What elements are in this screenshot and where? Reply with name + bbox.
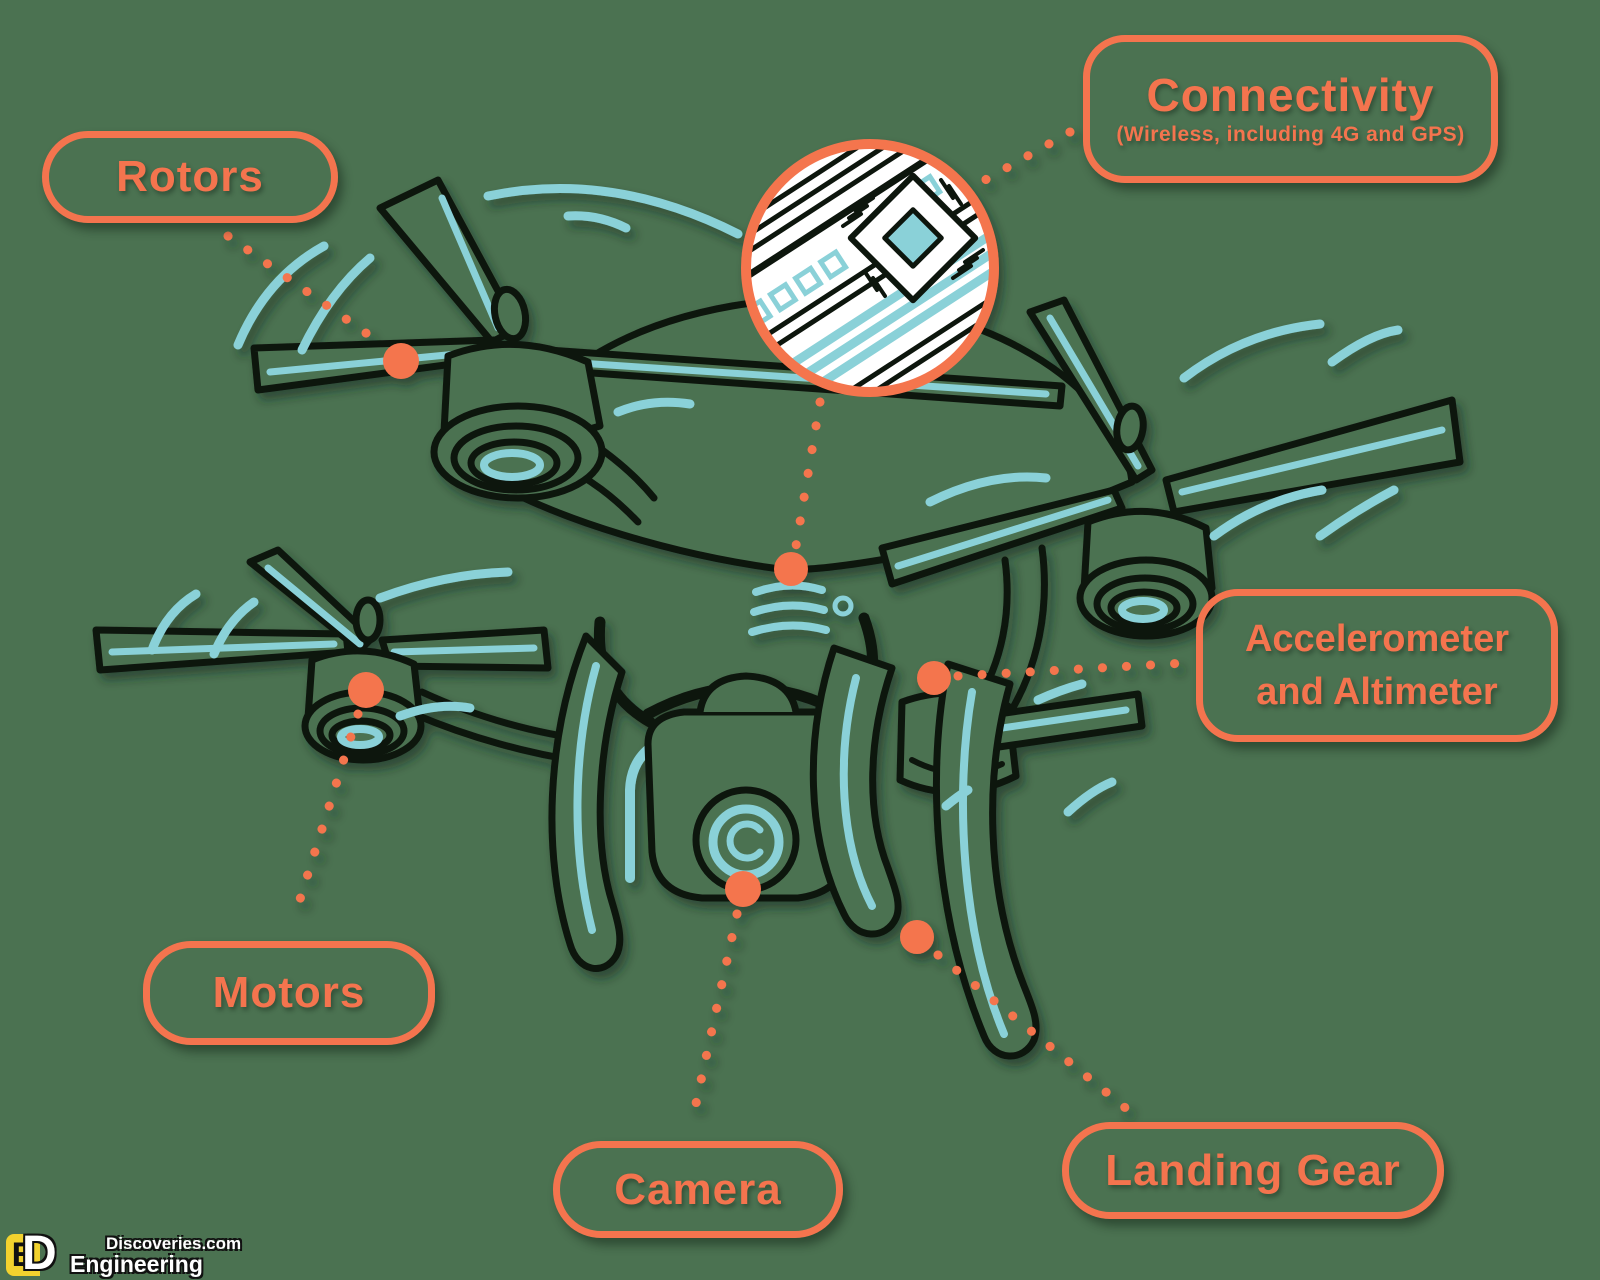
callout-dot-camera	[725, 871, 761, 907]
landing-gear-legs	[548, 632, 1040, 1060]
rotor-right	[878, 296, 1464, 640]
callout-line-rotors	[223, 231, 388, 350]
callout-line-connectivity	[973, 127, 1075, 189]
landing-gear-label-text: Landing Gear	[1105, 1145, 1401, 1195]
rotor-spinner	[490, 285, 530, 343]
rotors-label-text: Rotors	[116, 152, 264, 201]
accelerometer-line2: and Altimeter	[1256, 670, 1498, 713]
landing-gear-label: Landing Gear	[1062, 1122, 1444, 1219]
rotor-top-left	[250, 176, 1066, 502]
accelerometer-label: Accelerometer and Altimeter	[1196, 589, 1558, 742]
callout-dot-connectivity	[774, 552, 808, 586]
rotor-left	[92, 546, 552, 764]
engineering-discoveries-logo-icon: E D	[6, 1230, 68, 1278]
callout-line-camera	[687, 909, 742, 1127]
callout-dot-landing-gear	[900, 920, 934, 954]
watermark-brand-top: Discoveries.com	[106, 1234, 242, 1253]
callout-connectors	[223, 127, 1191, 1127]
motion-arcs	[147, 183, 1403, 817]
callout-line-landing-gear	[933, 950, 1133, 1115]
landing-leg	[809, 644, 902, 938]
watermark-brand-bottom: Engineering	[70, 1251, 203, 1277]
motors-label-text: Motors	[212, 968, 366, 1017]
rotor-spinner	[352, 596, 384, 644]
rotor-spinner	[1113, 402, 1147, 454]
landing-leg	[548, 632, 626, 972]
camera-label: Camera	[553, 1141, 843, 1238]
rotors-label: Rotors	[42, 131, 338, 223]
accelerometer-line1: Accelerometer	[1244, 618, 1510, 661]
logo-letter-e: E	[6, 1234, 40, 1276]
connectivity-subtitle: (Wireless, including 4G and GPS)	[1116, 123, 1465, 147]
motors-label: Motors	[143, 941, 435, 1045]
connectivity-title: Connectivity	[1146, 68, 1435, 121]
callout-line-accelerometer	[953, 658, 1191, 681]
callout-line-motors	[291, 709, 363, 917]
callout-line-inset-body	[791, 397, 825, 551]
connectivity-label: Connectivity (Wireless, including 4G and…	[1083, 35, 1498, 183]
callout-dot-accelerometer	[917, 661, 951, 695]
logo-letter-d: D	[22, 1227, 57, 1280]
watermark-text: Discoveries.com Engineering	[70, 1234, 241, 1278]
camera-label-text: Camera	[614, 1164, 782, 1214]
propeller-blade	[1162, 396, 1464, 516]
body-vent-icon	[748, 581, 854, 636]
chip-icon	[841, 172, 985, 304]
callout-dot-rotors	[383, 343, 419, 379]
watermark: E D Discoveries.com Engineering	[6, 1230, 241, 1278]
camera-handle	[696, 672, 800, 713]
callout-dot-motors	[348, 672, 384, 708]
